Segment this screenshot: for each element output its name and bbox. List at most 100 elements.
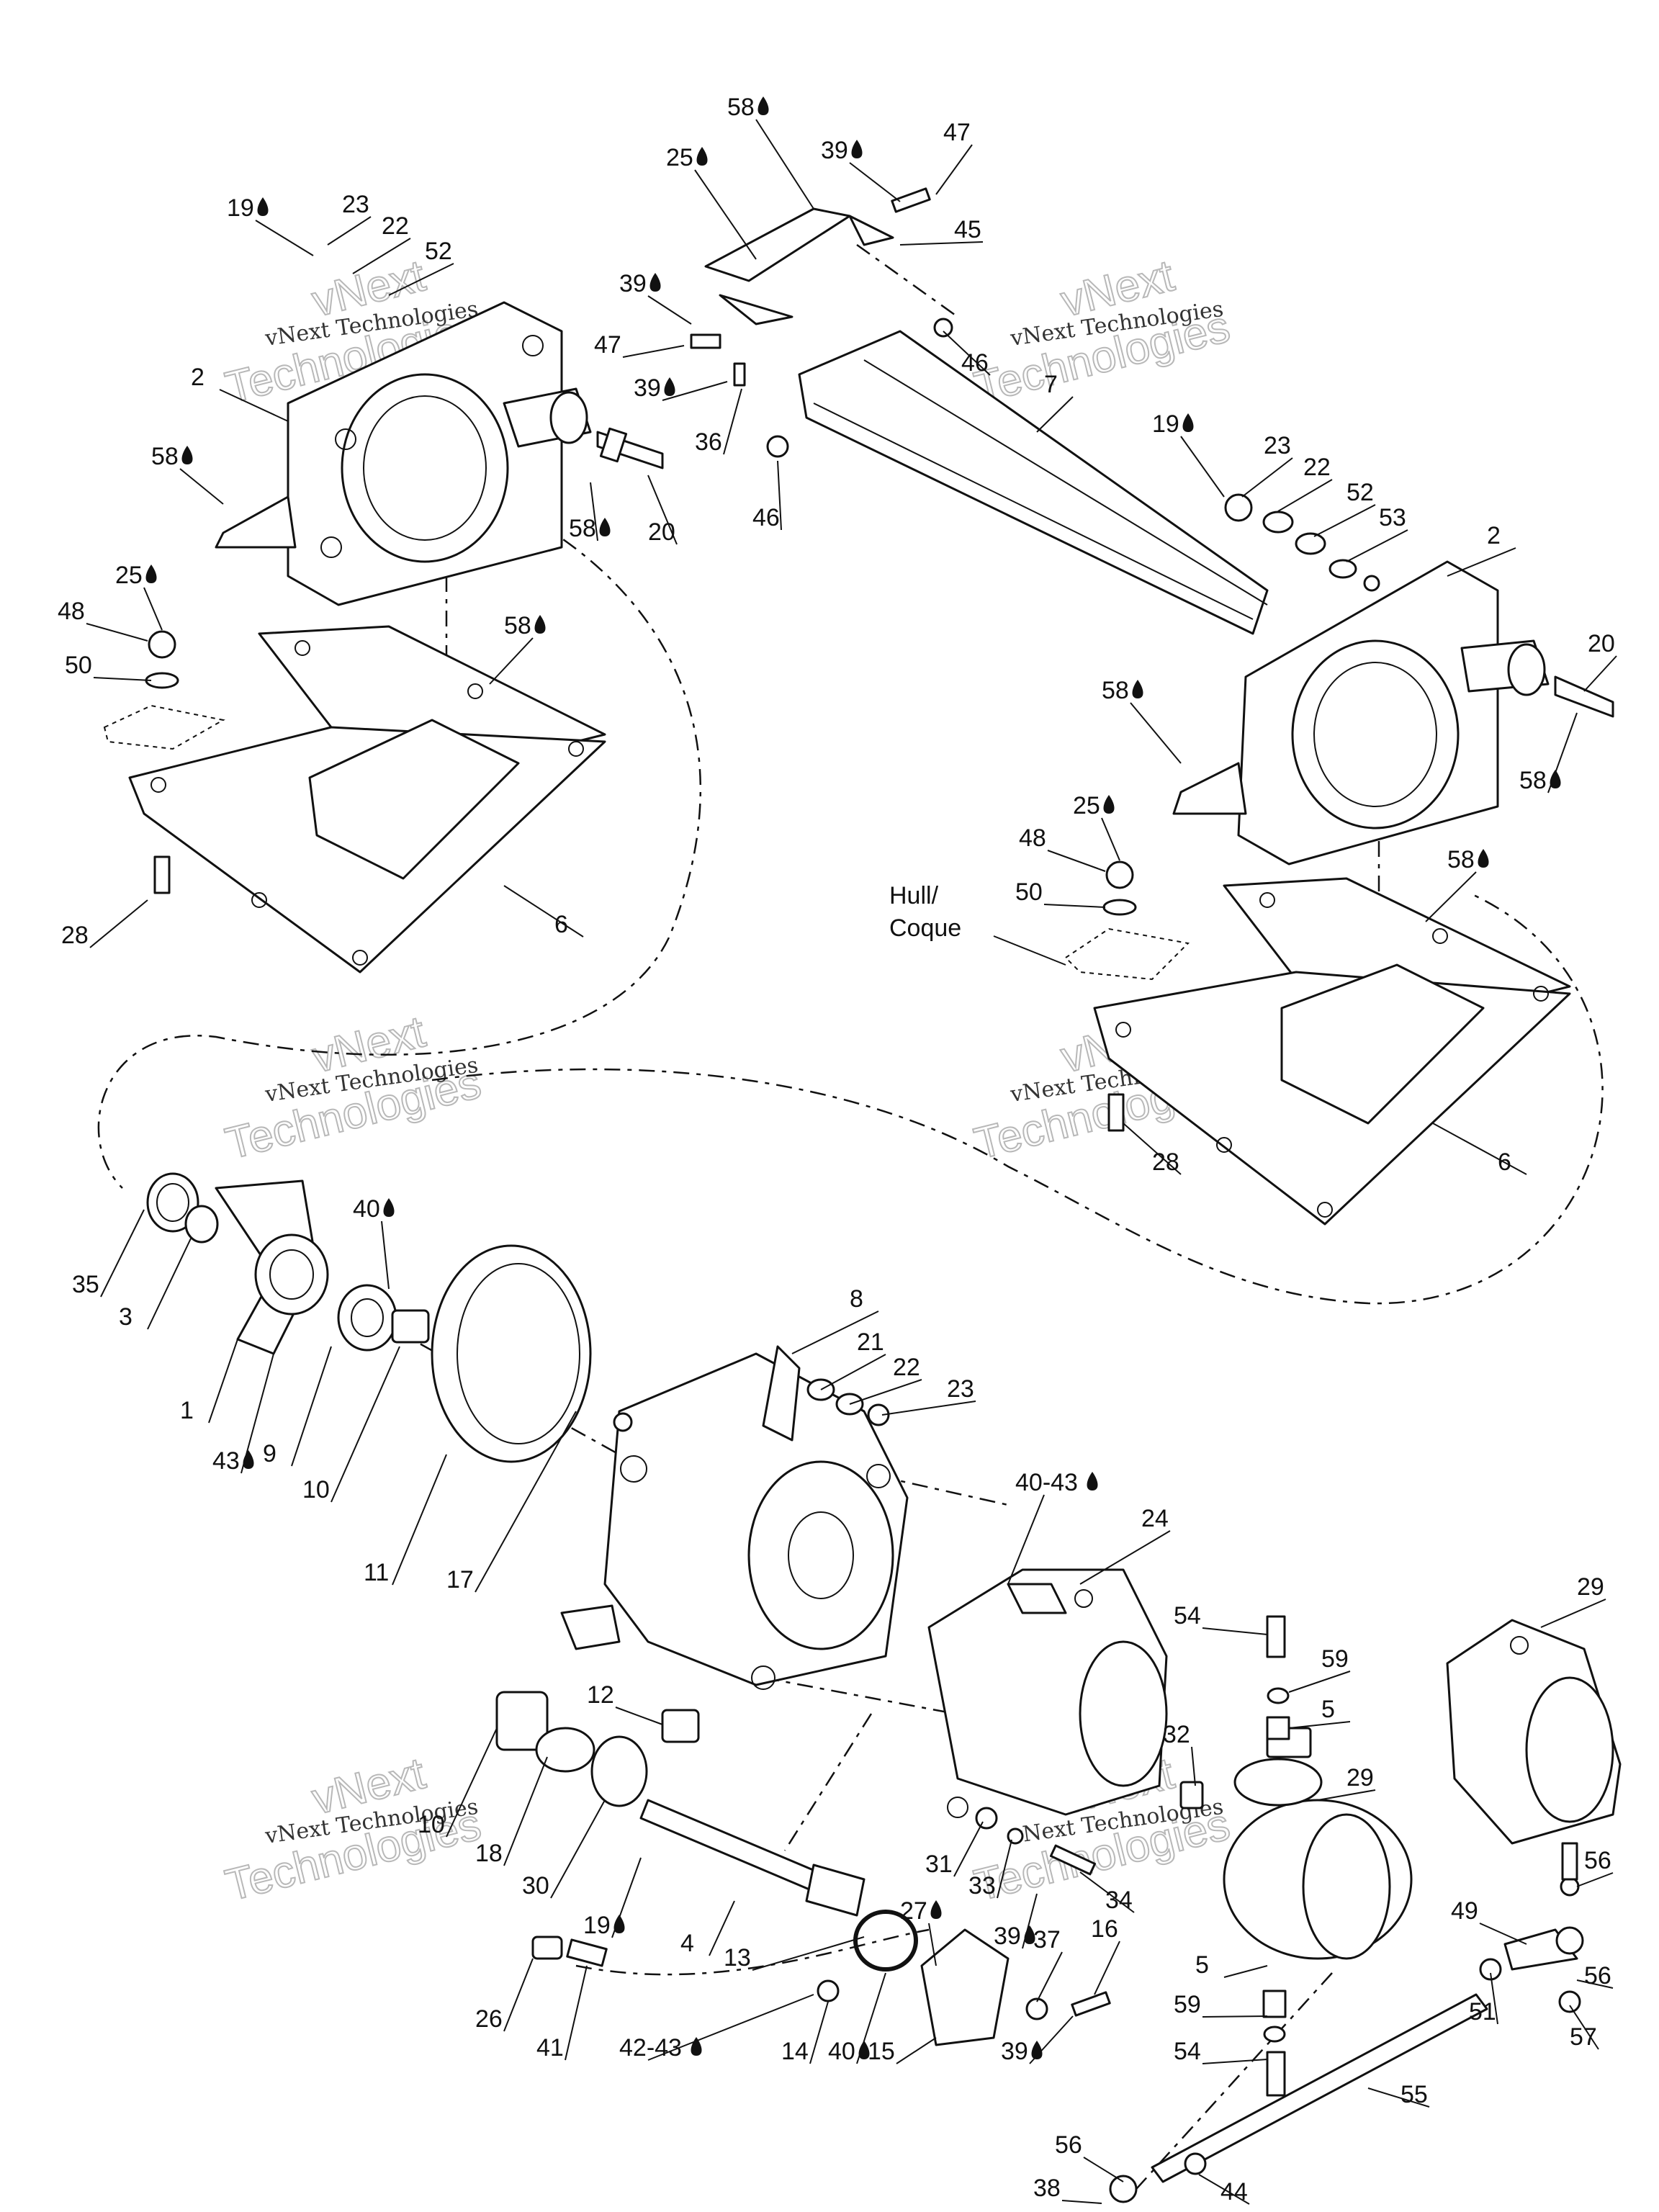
callout-c58d: 58 <box>489 612 546 685</box>
callout-number: 52 <box>1346 479 1374 506</box>
callout-number: 37 <box>1033 1926 1061 1954</box>
callout-c3: 3 <box>119 1238 192 1331</box>
callout-number: 22 <box>1303 454 1331 481</box>
pump-cap <box>920 1928 1010 2046</box>
callout-number: 40 <box>828 2038 855 2065</box>
callout-c29a: 29 <box>1317 1764 1376 1801</box>
callout-leader <box>896 2037 937 2064</box>
callout-c38: 38 <box>1033 2175 1102 2204</box>
callout-leader <box>1061 2200 1102 2204</box>
callout-number: 56 <box>1055 2131 1082 2159</box>
callout-leader <box>219 389 289 422</box>
callout-c51: 51 <box>1469 1972 1498 2026</box>
callout-number: 46 <box>961 349 989 377</box>
callout-leader <box>475 1411 577 1593</box>
callout-leader <box>1202 2015 1268 2018</box>
callout-number: 19 <box>1152 410 1179 438</box>
callout-c32: 32 <box>1163 1721 1196 1786</box>
callout-c56a: 56 <box>1576 1847 1614 1887</box>
assembly-axis-venturi-top <box>878 1475 1009 1506</box>
callout-number: 39 <box>821 137 848 164</box>
bearing-and-spacer <box>337 1284 430 1352</box>
callout-leader <box>503 1756 548 1866</box>
callout-leader <box>590 482 598 541</box>
callout-number: 3 <box>119 1303 132 1331</box>
callout-c26: 26 <box>475 1958 534 2033</box>
callout-number: 53 <box>1379 504 1406 531</box>
callout-leader <box>1083 2157 1124 2182</box>
wear-ring <box>431 1244 592 1463</box>
callout-number: 27 <box>900 1897 927 1925</box>
lubricant-drop-icon <box>858 2041 870 2059</box>
callout-c50a: 50 <box>65 652 152 681</box>
callout-number: 35 <box>72 1271 99 1298</box>
callout-c39e: 39 <box>1001 2015 1074 2065</box>
callout-number: 41 <box>536 2034 564 2062</box>
callout-leader <box>503 1958 534 2032</box>
callout-number: 59 <box>1174 1991 1201 2018</box>
callout-c56c: 56 <box>1055 2131 1124 2182</box>
callout-leader <box>1094 1941 1120 1995</box>
callout-number: 19 <box>227 194 254 222</box>
callout-c30: 30 <box>522 1799 606 1899</box>
callout-leader <box>943 331 991 376</box>
callout-leader <box>809 2001 829 2064</box>
callout-leader <box>694 169 757 260</box>
callout-c6a: 6 <box>503 885 584 938</box>
lubricant-drop-icon <box>1087 1472 1098 1491</box>
callout-c11: 11 <box>364 1454 447 1586</box>
callout-c10a: 10 <box>302 1346 400 1503</box>
callout-leader <box>89 899 148 948</box>
callout-c23c: 23 <box>881 1375 976 1416</box>
steering-nozzle-upper <box>1446 1619 1622 1845</box>
watermark-middle-left: vNext Technologies vNext Technologies <box>220 1006 487 1169</box>
callout-c49: 49 <box>1451 1897 1527 1945</box>
callout-leader <box>1447 547 1516 577</box>
callout-c43a: 43 <box>212 1353 274 1475</box>
lubricant-drop-icon <box>930 1900 942 1919</box>
callout-leader <box>1007 1494 1045 1585</box>
callout-leader <box>327 216 372 246</box>
callout-c16: 16 <box>1091 1915 1120 1995</box>
callout-leader <box>1479 1923 1527 1945</box>
seal-rings <box>146 1172 219 1244</box>
callout-c44: 44 <box>1198 2174 1250 2206</box>
callout-leader <box>1241 457 1293 498</box>
callout-number: 58 <box>151 443 179 470</box>
callout-c1: 1 <box>180 1339 238 1424</box>
stud-bolt-right <box>1554 675 1614 718</box>
callout-c45: 45 <box>899 216 984 246</box>
callout-leader <box>446 1727 498 1838</box>
lubricant-drop-icon <box>757 96 769 115</box>
callout-number: 42-43 <box>619 2034 682 2062</box>
hull-nut-right <box>1064 860 1190 1132</box>
callout-leader <box>928 1923 937 1966</box>
callout-leader <box>179 468 224 505</box>
callout-c15: 15 <box>868 2037 937 2065</box>
callout-c58c: 58 <box>569 482 611 542</box>
steering-nozzle-tube <box>798 330 1269 635</box>
callout-leader <box>622 345 685 358</box>
callout-leader <box>1425 871 1477 922</box>
callout-number: 25 <box>1073 792 1100 819</box>
callout-c27: 27 <box>900 1897 942 1966</box>
callout-number: 20 <box>648 518 675 546</box>
callout-c19c: 19 <box>583 1857 642 1939</box>
callout-leader <box>208 1339 238 1424</box>
callout-number: 9 <box>263 1440 276 1467</box>
callout-c33: 33 <box>968 1839 1012 1899</box>
lubricant-drop-icon <box>664 377 675 396</box>
callout-leader <box>1123 1123 1182 1175</box>
callout-number: 38 <box>1033 2175 1061 2202</box>
callout-number: 5 <box>1321 1696 1335 1723</box>
watermark-bottom-left: vNext Technologies vNext Technologies <box>220 1748 487 1911</box>
callout-c4043: 40-43 <box>1007 1469 1098 1585</box>
callout-number: 15 <box>868 2038 895 2065</box>
callout-number: 14 <box>781 2038 809 2065</box>
callout-c52b: 52 <box>1313 479 1376 537</box>
callout-number: 54 <box>1174 2038 1201 2065</box>
callout-leader <box>1583 655 1617 692</box>
callout-leader <box>381 1220 390 1290</box>
